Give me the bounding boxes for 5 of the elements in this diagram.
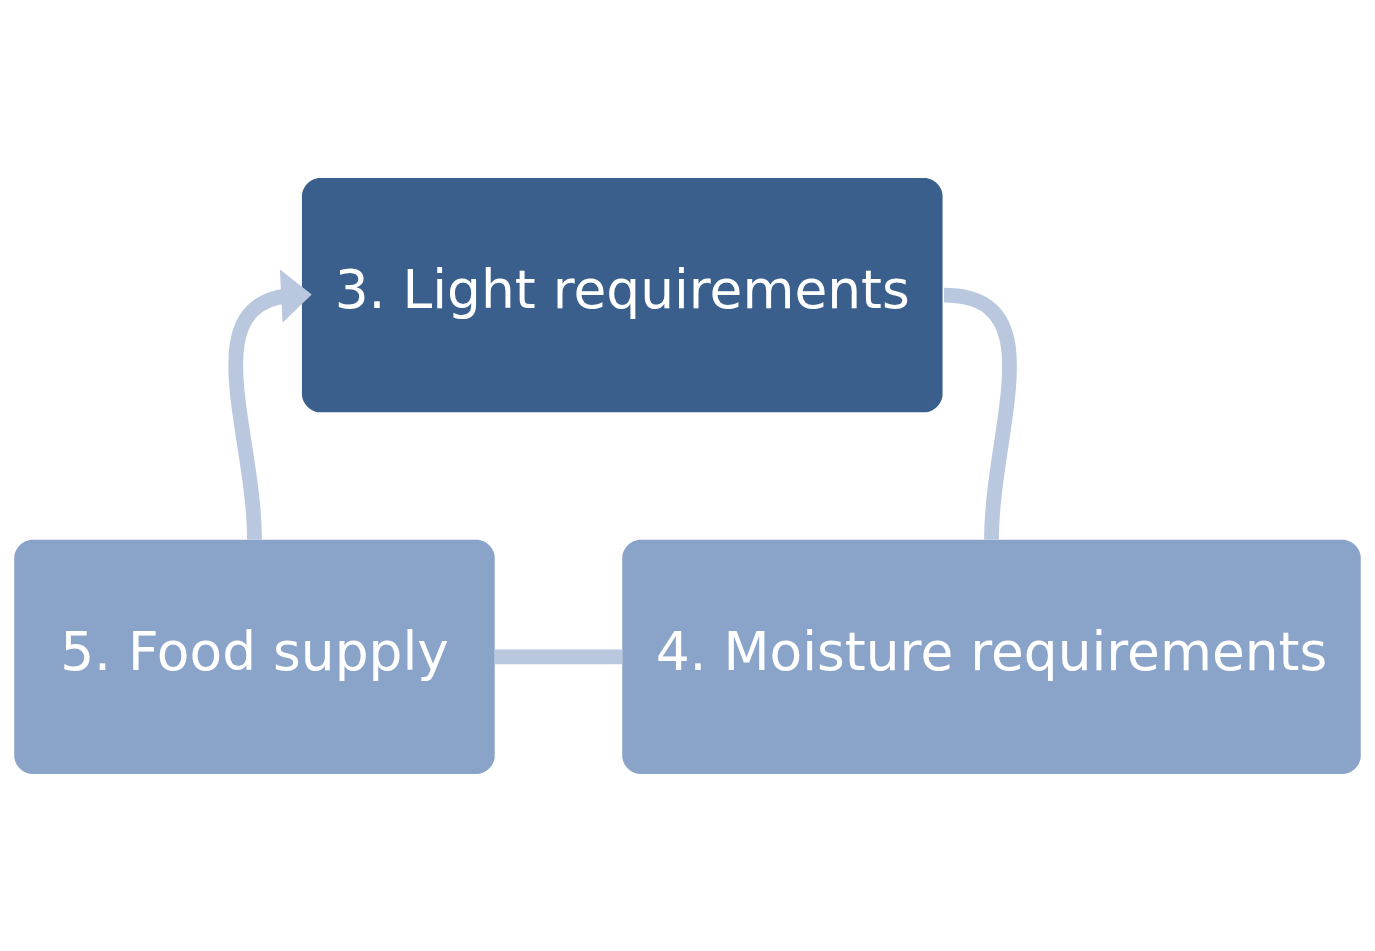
connector: [494, 649, 623, 664]
node-box: 3. Light requirements: [301, 177, 943, 412]
node-box: 5. Food supply: [14, 539, 495, 774]
node-box: 4. Moisture requirements: [622, 539, 1361, 774]
arrow: [228, 268, 312, 540]
